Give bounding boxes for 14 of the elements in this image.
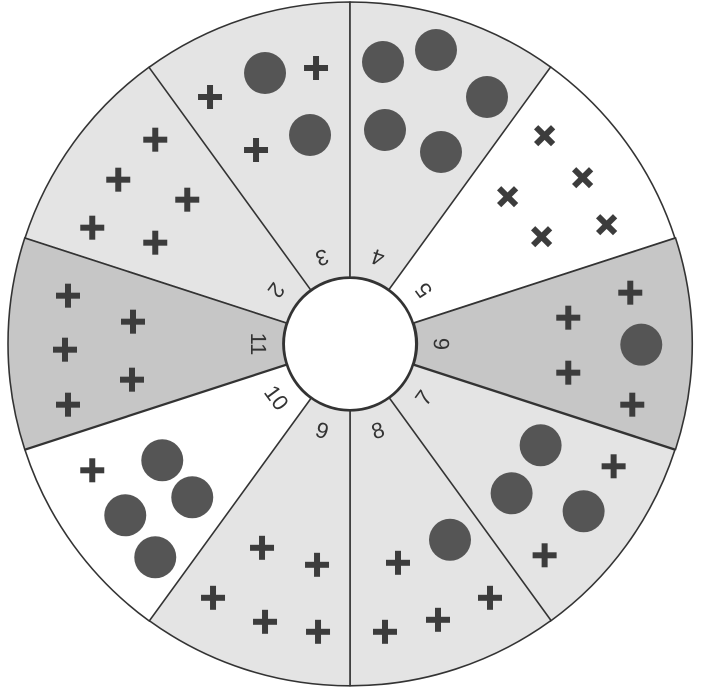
sector-number: 11	[247, 332, 269, 356]
sector-number: 10	[259, 382, 292, 414]
sector-number: 9	[312, 419, 331, 444]
wheel-sector	[8, 238, 286, 450]
sector-number: 5	[412, 278, 437, 302]
sector-number: 3	[312, 244, 331, 269]
sector-number: 8	[369, 419, 388, 444]
wheel-sector	[24, 67, 311, 324]
sector-number: 6	[430, 338, 453, 350]
sector-number: 2	[263, 278, 288, 302]
sector-number: 7	[412, 386, 437, 410]
sector-number: 4	[369, 244, 388, 269]
wheel-sector	[389, 67, 676, 324]
wheel-sector	[414, 238, 692, 450]
